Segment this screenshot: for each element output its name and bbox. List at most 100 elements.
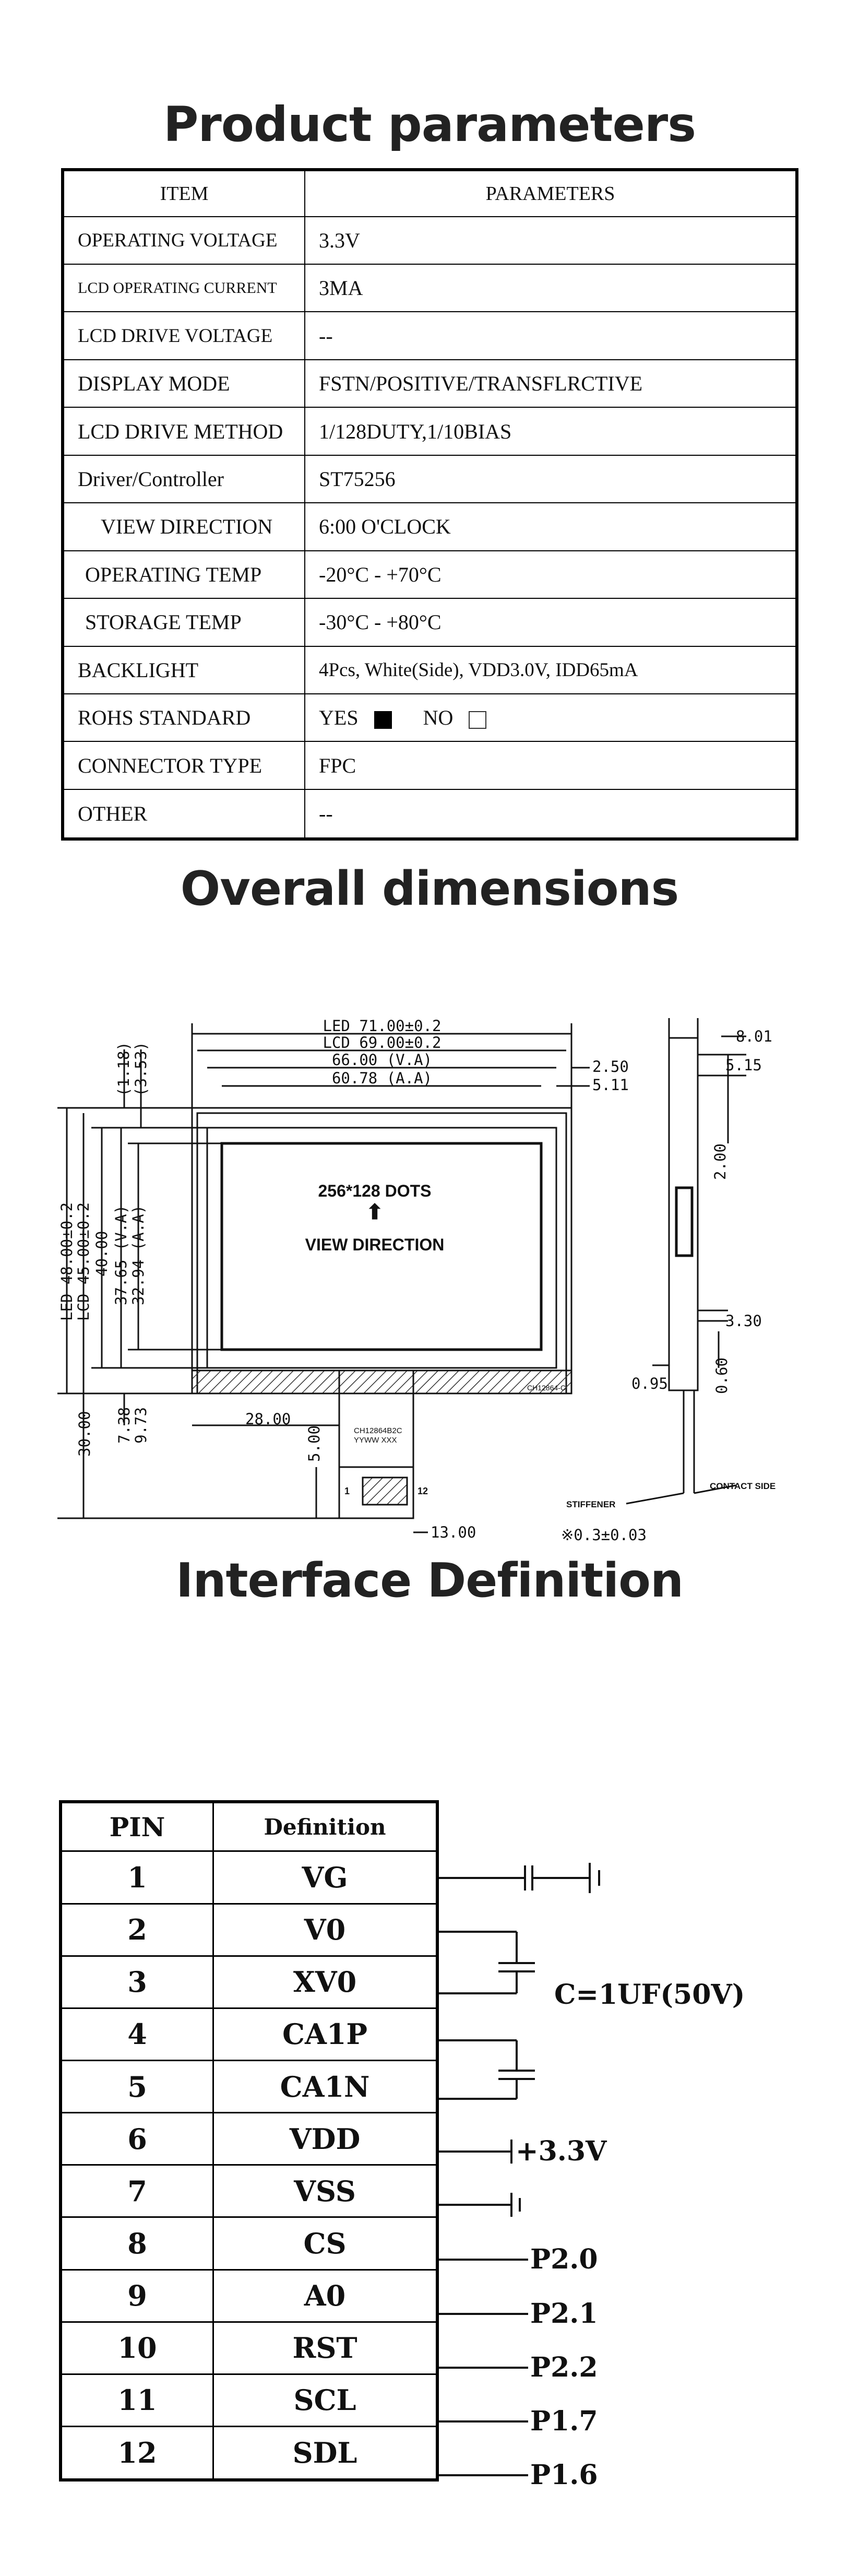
dim-9-73: 9.73 (132, 1407, 150, 1444)
fpc-code-1: CH12864B2C (354, 1426, 402, 1435)
param-item: DISPLAY MODE (62, 359, 305, 408)
param-item: OPERATING VOLTAGE (62, 216, 305, 265)
dim-led-height: LED 48.00±0.2 (58, 1202, 76, 1321)
param-item: VIEW DIRECTION (62, 502, 305, 551)
pin-header: PIN (59, 1801, 214, 1852)
rst-port-label: P2.2 (530, 2352, 598, 2383)
pin-def: VDD (212, 2112, 438, 2166)
dim-2-00: 2.00 (711, 1143, 729, 1180)
param-value: ST75256 (304, 454, 797, 504)
ledge-hatch (191, 1369, 572, 1395)
param-item: LCD DRIVE METHOD (62, 407, 305, 456)
rohs-no-label: NO (423, 706, 454, 730)
definition-header: Definition (212, 1801, 438, 1852)
dim-lcd-height: LCD 45.00±0.2 (75, 1202, 92, 1321)
active-area (220, 1142, 543, 1351)
pin-def: VG (212, 1850, 438, 1905)
pin-def: A0 (212, 2268, 438, 2323)
pin-number: 2 (59, 1903, 214, 1957)
pin-number: 9 (59, 2268, 214, 2323)
pin-number: 11 (59, 2373, 214, 2427)
pin-number: 5 (59, 2059, 214, 2114)
pin-def: CA1N (212, 2059, 438, 2114)
dim-40: 40.00 (93, 1231, 111, 1277)
pin-number: 8 (59, 2216, 214, 2271)
pin-header-row: PIN Definition (59, 1801, 438, 1852)
dim-0-95: 0.95 (631, 1375, 668, 1392)
vdd-supply-label: +3.3V (516, 2135, 607, 2167)
dim-30: 30.00 (76, 1411, 93, 1457)
dim-va-width: 66.00 (V.A) (332, 1051, 432, 1069)
dim-13: 13.00 (431, 1523, 476, 1541)
param-item: BACKLIGHT (62, 645, 305, 694)
ledge-code: CH12864-C (527, 1384, 566, 1392)
param-item: CONNECTOR TYPE (62, 741, 305, 790)
pin-number: 6 (59, 2112, 214, 2166)
param-row: LCD DRIVE VOLTAGE-- (62, 311, 797, 360)
dim-right-5-11: 5.11 (592, 1076, 629, 1094)
pin-def: SCL (212, 2373, 438, 2427)
param-row: OPERATING TEMP-20°C - +70°C (62, 550, 797, 599)
pin-def: V0 (212, 1903, 438, 1957)
a0-port-label: P2.1 (530, 2298, 598, 2330)
param-value: -20°C - +70°C (304, 550, 797, 599)
dim-aa-width: 60.78 (A.A) (332, 1069, 432, 1087)
pin-number: 3 (59, 1955, 214, 2009)
rohs-value: YES NO (304, 693, 797, 742)
dimension-drawing: LED 71.00±0.2 LCD 69.00±0.2 66.00 (V.A) … (57, 1017, 776, 1544)
sdl-port-label: P1.6 (530, 2459, 598, 2489)
wiring-diagram: C=1UF(50V) +3.3V P2.0 P2.1 P2.2 P1.7 P1.… (439, 1863, 745, 2489)
checkbox-unchecked-icon (469, 711, 487, 729)
fpc-contacts (362, 1476, 408, 1506)
parameters-header: PARAMETERS (304, 169, 797, 217)
scl-port-label: P1.7 (530, 2405, 598, 2437)
param-value: 4Pcs, White(Side), VDD3.0V, IDD65mA (304, 645, 797, 694)
interface-definition-heading: Interface Definition (175, 1553, 684, 1608)
capacitor-label: C=1UF(50V) (554, 1979, 745, 2011)
dim-led-width: LED 71.00±0.2 (323, 1017, 442, 1035)
rohs-yes-label: YES (319, 706, 359, 730)
param-value: -- (304, 311, 797, 360)
param-value: -- (304, 788, 797, 840)
param-value: 3.3V (304, 216, 797, 265)
param-item: ROHS STANDARD (62, 693, 305, 742)
dim-8-01: 8.01 (736, 1027, 772, 1045)
fpc-stiffener (338, 1466, 414, 1519)
pin-number: 12 (59, 2425, 214, 2481)
checkbox-checked-icon (374, 711, 392, 729)
param-value: FPC (304, 741, 797, 790)
dim-3-53: (3.53) (132, 1042, 150, 1096)
param-row-rohs: ROHS STANDARD YES NO (62, 693, 797, 742)
dim-1-18: (1.18) (115, 1042, 133, 1096)
param-value: FSTN/POSITIVE/TRANSFLRCTIVE (304, 359, 797, 408)
dim-3-30: 3.30 (725, 1312, 762, 1330)
cs-port-label: P2.0 (530, 2243, 598, 2275)
pin-def: CA1P (212, 2007, 438, 2061)
dim-7-38: 7.38 (115, 1407, 133, 1444)
param-item: OTHER (62, 788, 305, 840)
param-value: 6:00 O'CLOCK (304, 502, 797, 551)
dim-va-height: 37.65 (V.A) (112, 1205, 130, 1305)
pin-number: 1 (59, 1850, 214, 1905)
param-row: STORAGE TEMP-30°C - +80°C (62, 598, 797, 647)
pin-def: CS (212, 2216, 438, 2271)
